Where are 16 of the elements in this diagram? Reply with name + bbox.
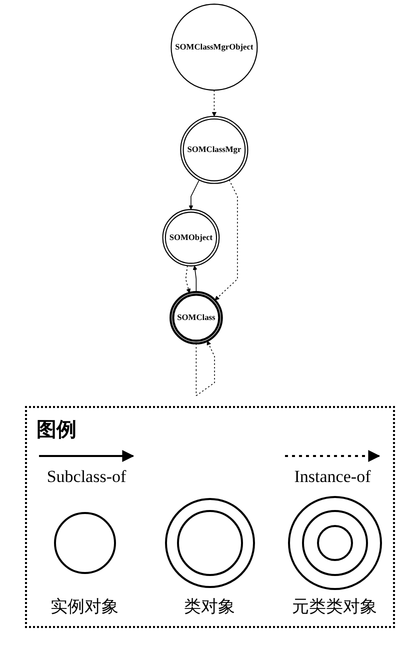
arrow (214, 180, 238, 300)
arrow (192, 266, 197, 292)
legend-label: 实例对象 (50, 596, 118, 618)
legend-label: 类对象 (184, 596, 235, 618)
legend-title: 图例 (36, 418, 76, 443)
node-circle: SOMObject (162, 209, 220, 266)
legend-label: 元类类对象 (292, 596, 377, 618)
arrow (184, 265, 190, 294)
legend-label: Subclass-of (46, 467, 126, 487)
node-circle: SOMClassMgr (180, 116, 248, 184)
legend-label: Instance-of (294, 467, 371, 487)
arrow (195, 340, 214, 396)
node-circle: SOMClass (169, 291, 222, 344)
arrow (188, 180, 200, 210)
node-circle: SOMClassMgrObject (170, 4, 258, 91)
arrow (211, 90, 216, 117)
